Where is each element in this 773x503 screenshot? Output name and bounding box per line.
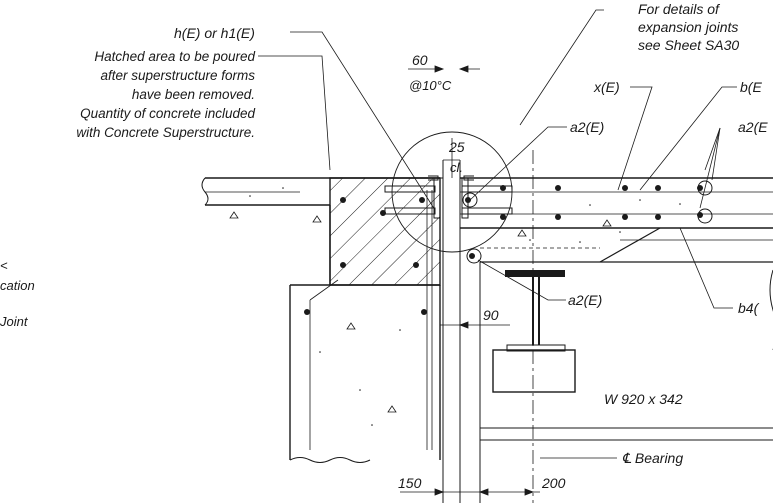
label-w920: W 920 x 342 bbox=[604, 391, 683, 407]
label-x-e: x(E) bbox=[593, 79, 620, 95]
label-at-10c: @10°C bbox=[409, 78, 452, 93]
label-b4: b4( bbox=[738, 300, 760, 316]
hatched-note-line-2: after superstructure forms bbox=[100, 68, 255, 83]
label-a2-right: a2(E bbox=[738, 119, 768, 135]
dimension-25: 25 bbox=[448, 139, 465, 155]
dimension-60: 60 bbox=[412, 52, 428, 68]
abutment-wall bbox=[289, 190, 441, 463]
dimension-90: 90 bbox=[483, 307, 499, 323]
hatched-note-line-4: Quantity of concrete included bbox=[80, 106, 255, 121]
expansion-note-line-2: expansion joints bbox=[638, 19, 738, 35]
dimension-150: 150 bbox=[398, 475, 422, 491]
left-fragment-2: cation bbox=[0, 278, 35, 293]
hatched-pour-area bbox=[329, 177, 441, 286]
leader-lines bbox=[258, 9, 737, 459]
dimension-lines bbox=[400, 65, 540, 496]
steel-girder bbox=[480, 270, 773, 441]
hatched-note-line-1: Hatched area to be poured bbox=[94, 49, 255, 64]
label-bearing: ℄ Bearing bbox=[622, 450, 683, 466]
label-cl: cl. bbox=[450, 160, 463, 175]
concrete-speckle bbox=[249, 187, 681, 426]
dimension-200: 200 bbox=[541, 475, 566, 491]
hatched-note-line-5: with Concrete Superstructure. bbox=[76, 125, 255, 140]
label-h-or-h1: h(E) or h1(E) bbox=[174, 25, 255, 41]
left-fragment-3: Joint bbox=[0, 314, 29, 329]
label-b-e: b(E bbox=[740, 79, 762, 95]
rebar-rings bbox=[462, 180, 713, 264]
expansion-note-line-1: For details of bbox=[638, 1, 721, 17]
concrete-triangles bbox=[229, 211, 612, 413]
right-deck bbox=[460, 177, 773, 503]
label-a2-mid: a2(E) bbox=[568, 292, 602, 308]
label-a2-top: a2(E) bbox=[570, 119, 604, 135]
hatched-note-line-3: have been removed. bbox=[132, 87, 255, 102]
left-fragment-1: < bbox=[0, 258, 8, 273]
expansion-joint-gap bbox=[440, 160, 461, 503]
expansion-note-line-3: see Sheet SA30 bbox=[638, 37, 739, 53]
